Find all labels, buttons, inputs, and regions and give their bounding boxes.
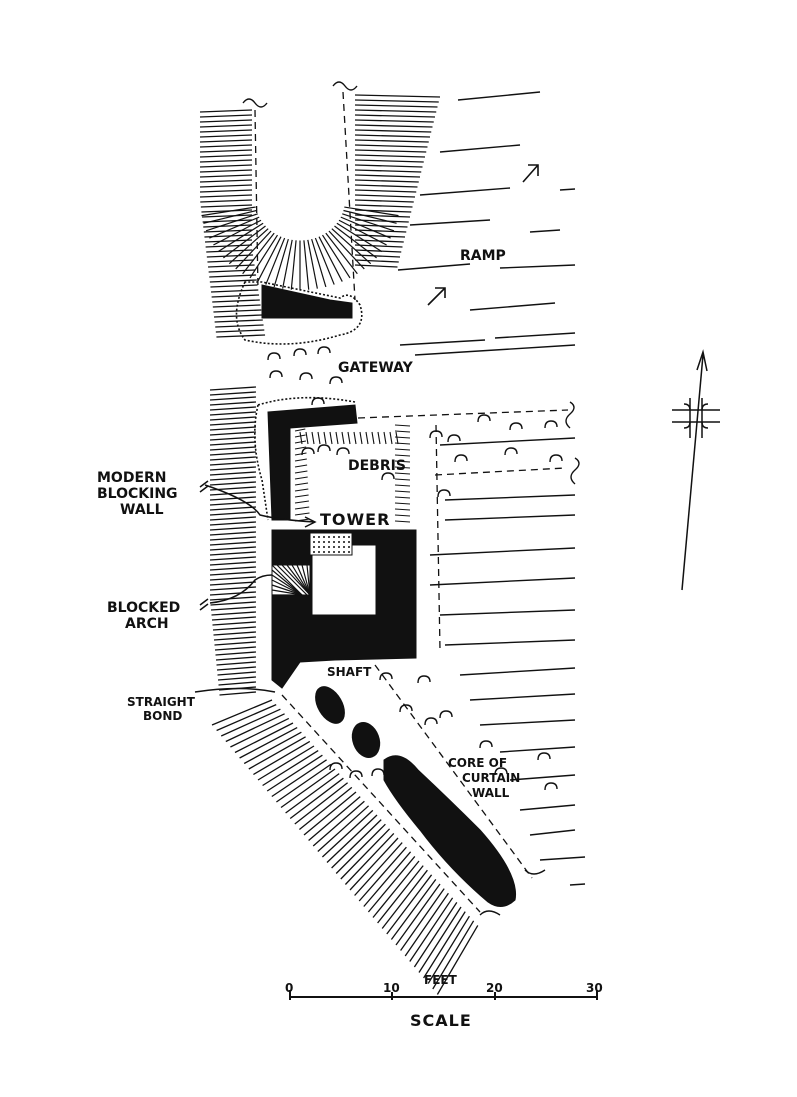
north-arrow: [672, 349, 720, 591]
upper-wall-block: [261, 284, 353, 319]
scale-tick-30: 30: [586, 981, 603, 995]
scale-unit-label: FEET: [424, 973, 458, 987]
label-straight-2: BOND: [143, 709, 182, 723]
label-modern-1: MODERN: [97, 470, 167, 486]
scale-tick-10: 10: [383, 981, 400, 995]
scale-tick-0: 0: [285, 981, 293, 995]
ramp-arrows: [427, 164, 539, 306]
ditch-radial-hachures: [201, 206, 399, 290]
leader-lines: [194, 480, 317, 693]
label-modern-3: WALL: [120, 502, 164, 518]
label-ramp: RAMP: [460, 248, 506, 264]
break-marks: [242, 81, 580, 916]
label-shaft: SHAFT: [327, 665, 372, 679]
label-core-3: WALL: [472, 786, 510, 800]
bank-hachures-upper-left: [199, 94, 441, 338]
blocking-wall-dotted: [309, 532, 353, 556]
label-straight-1: STRAIGHT: [127, 695, 196, 709]
core-fragment-3: [383, 755, 517, 907]
dashed-wall-lines: [254, 91, 569, 913]
scale-caption: SCALE: [410, 1011, 472, 1030]
label-core-1: CORE OF: [448, 756, 507, 770]
debris-stones: [267, 346, 563, 791]
upper-mound-outline: [235, 281, 363, 345]
label-modern-2: BLOCKING: [97, 486, 178, 502]
scale-bar: [289, 990, 598, 1000]
gateway-south-outline: [254, 396, 356, 521]
masonry: [261, 284, 517, 907]
label-blocked-2: ARCH: [125, 616, 169, 632]
label-core-2: CURTAIN: [462, 771, 520, 785]
bank-hachures-lower-left: [209, 386, 479, 995]
gateway-wall-block: [267, 404, 358, 521]
label-tower: TOWER: [320, 510, 390, 529]
ramp-slope-lines: [397, 91, 586, 886]
core-fragment-1: [315, 686, 345, 724]
label-gateway: GATEWAY: [338, 360, 414, 376]
scale-tick-20: 20: [486, 981, 503, 995]
core-fragment-2: [351, 722, 381, 758]
label-blocked-1: BLOCKED: [107, 600, 180, 616]
label-debris: DEBRIS: [348, 458, 406, 474]
